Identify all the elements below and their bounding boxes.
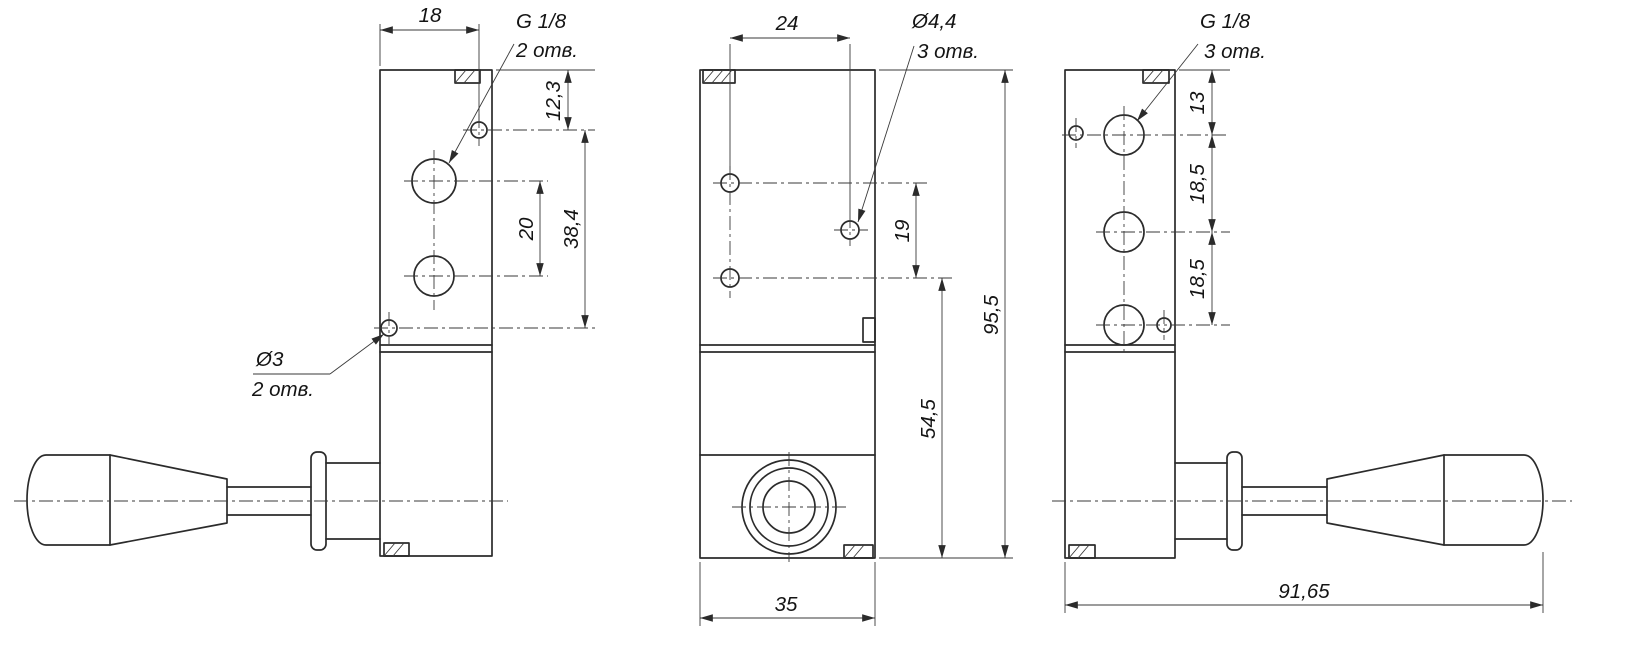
dim-95-5: 95,5: [980, 294, 1003, 334]
hole-dia-label: Ø3: [255, 348, 284, 371]
notch-outline: [383, 542, 410, 557]
handle-knob: [1326, 454, 1544, 546]
dim-12-3: 12,3: [542, 80, 565, 120]
dim-18: 18: [419, 4, 442, 27]
side-view: 24 Ø4,4 3 отв. 19 54,5 95,5 35: [699, 10, 1013, 626]
notch-hatch: [383, 542, 405, 557]
hole-count-label: 3 отв.: [917, 40, 979, 63]
dim-38-4: 38,4: [560, 209, 583, 249]
thread-label: G 1/8: [516, 10, 567, 33]
centerlines: [713, 166, 952, 562]
handle-rod: [226, 486, 312, 516]
body-section-lines: [699, 344, 876, 456]
notch-hatch: [454, 69, 476, 84]
extension-lines: [699, 44, 1013, 626]
bottom-notch: [843, 544, 874, 559]
dim-18-5a: 18,5: [1186, 163, 1209, 203]
notch-outline: [1142, 69, 1170, 84]
leader-thread: [1136, 43, 1199, 122]
bottom-notch: [1068, 544, 1096, 559]
leader-hole-dia: [857, 45, 915, 223]
handle-rod: [1241, 486, 1328, 516]
handle-mount: [1174, 462, 1228, 540]
body-outline: [379, 69, 493, 557]
notch-hatch: [702, 69, 733, 84]
dim-35: 35: [775, 593, 798, 616]
dim-20: 20: [515, 217, 538, 241]
front-view: 18 G 1/8 2 отв. 12,3 38,4 20 Ø3 2 отв.: [14, 4, 595, 557]
notch-hatch: [1142, 69, 1164, 84]
lever-handle-right: [1052, 451, 1572, 551]
thread-count: 3 отв.: [1204, 40, 1266, 63]
side-slot: [862, 317, 876, 343]
notch-outline: [1068, 544, 1096, 559]
leader-thread: [448, 43, 515, 164]
body-section-lines: [1064, 344, 1176, 353]
leader-small-hole: [329, 333, 385, 375]
hole-dia-label: Ø4,4: [911, 10, 956, 33]
dim-19: 19: [891, 220, 914, 243]
dim-18-5b: 18,5: [1186, 258, 1209, 298]
lever-handle-left: [14, 451, 508, 551]
thread-label: G 1/8: [1200, 10, 1251, 33]
dim-13: 13: [1186, 91, 1209, 114]
notch-outline: [843, 544, 874, 559]
hole-count-label: 2 отв.: [251, 378, 314, 401]
centerlines: [1062, 106, 1230, 354]
notch-outline: [702, 69, 736, 84]
back-view: G 1/8 3 отв. 13 18,5 18,5 91,65: [1052, 10, 1572, 613]
body-outline: [699, 69, 876, 559]
notch-outline: [454, 69, 481, 84]
bottom-notch: [383, 542, 410, 557]
dim-54-5: 54,5: [917, 398, 940, 438]
dim-91-65: 91,65: [1278, 580, 1330, 603]
body-outline: [1064, 69, 1176, 559]
dim-24: 24: [775, 12, 799, 35]
top-notch: [1142, 69, 1170, 84]
thread-count: 2 отв.: [515, 39, 578, 62]
body-section-lines: [379, 344, 493, 353]
notch-hatch: [843, 544, 865, 559]
centerlines: [374, 114, 595, 344]
top-notch: [454, 69, 481, 84]
notch-hatch: [1068, 544, 1090, 559]
handle-knob: [26, 454, 228, 546]
handle-mount: [325, 462, 381, 540]
